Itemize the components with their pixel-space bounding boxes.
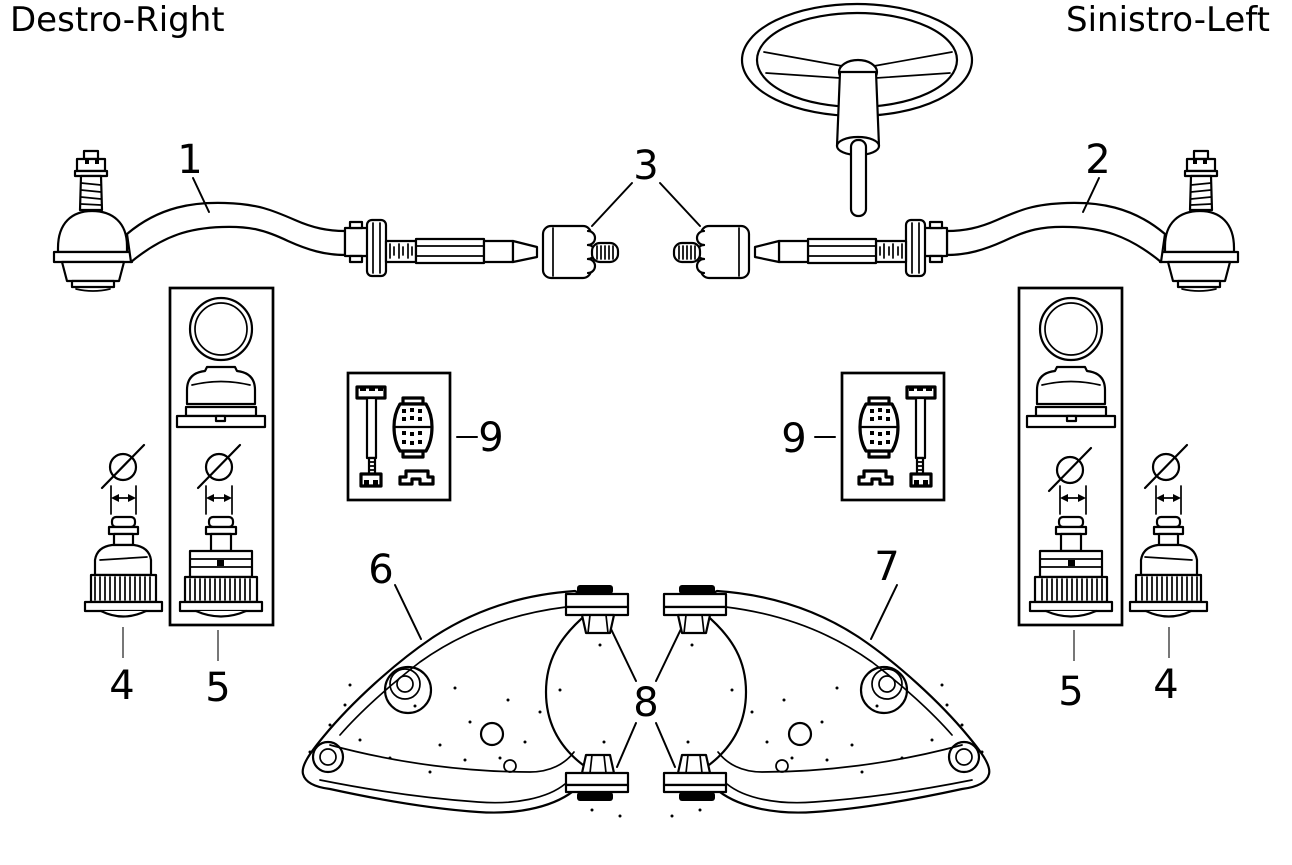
callout-5-right: 5 — [1058, 669, 1084, 715]
casting-speckles — [308, 643, 622, 818]
callout-8: 8 — [633, 680, 659, 726]
diameter-symbol — [196, 443, 242, 490]
callout-1: 1 — [177, 137, 203, 183]
callout-6: 6 — [368, 547, 394, 593]
callout-2: 2 — [1085, 137, 1111, 183]
left-side-parts — [52, 149, 637, 818]
callout-9-left: 9 — [478, 415, 504, 461]
callout-5-left: 5 — [205, 665, 231, 711]
callout-7: 7 — [874, 544, 900, 590]
control-arm-drawing — [301, 585, 630, 818]
diameter-symbol — [100, 443, 146, 490]
callout-9-right: 9 — [781, 416, 807, 462]
header-label-right-side: Destro-Right — [10, 0, 225, 40]
tie-rod-assembly-drawing — [52, 149, 620, 292]
hardware-kit-box-drawing — [346, 371, 452, 502]
callout-4-right: 4 — [1153, 662, 1179, 708]
leader-lines — [122, 177, 637, 768]
right-side-parts-mirrored — [654, 149, 1240, 820]
callout-4-left: 4 — [109, 663, 135, 709]
diameter-symbol — [1143, 443, 1189, 490]
callout-3: 3 — [633, 143, 659, 189]
ball-joint-kit-box-drawing — [168, 286, 275, 627]
header-label-left-side: Sinistro-Left — [1066, 0, 1270, 40]
ball-joint-drawing — [83, 485, 164, 618]
diameter-symbol — [1047, 446, 1093, 493]
steering-wheel-drawing — [740, 2, 974, 218]
